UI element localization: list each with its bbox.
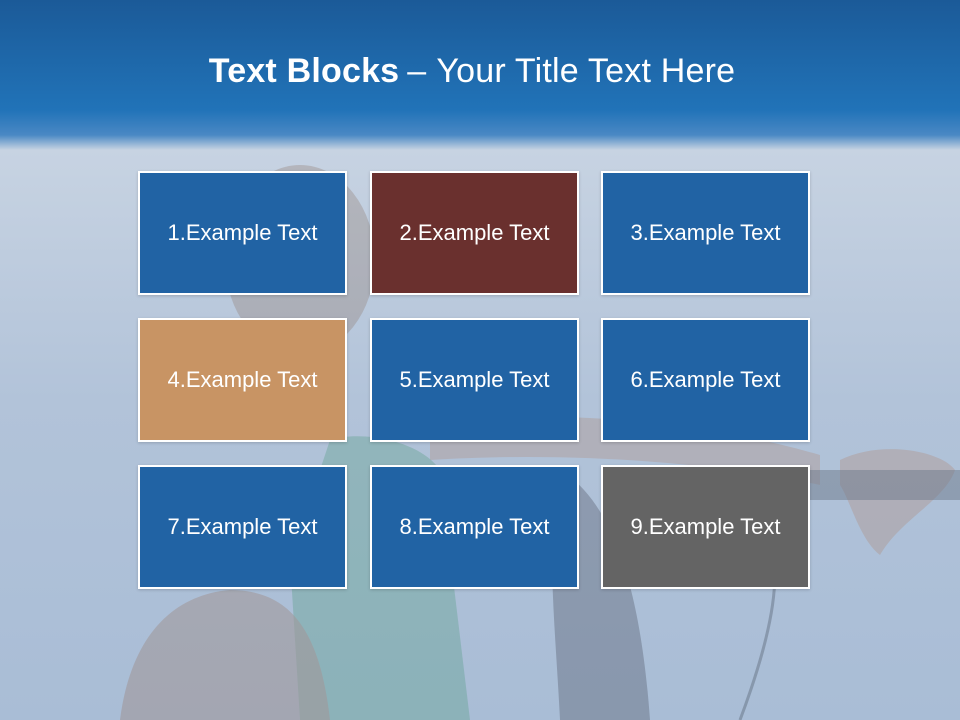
text-block-2[interactable]: 2.Example Text — [370, 171, 579, 295]
text-block-4[interactable]: 4.Example Text — [138, 318, 347, 442]
text-block-7[interactable]: 7.Example Text — [138, 465, 347, 589]
text-block-5[interactable]: 5.Example Text — [370, 318, 579, 442]
title-bold: Text Blocks — [208, 52, 400, 90]
text-block-6[interactable]: 6.Example Text — [601, 318, 810, 442]
slide-title: Text Blocks–Your Title Text Here — [0, 52, 944, 91]
title-rest: Your Title Text Here — [436, 52, 736, 90]
text-block-3[interactable]: 3.Example Text — [601, 171, 810, 295]
title-dash: – — [407, 52, 427, 90]
text-block-8[interactable]: 8.Example Text — [370, 465, 579, 589]
text-block-9[interactable]: 9.Example Text — [601, 465, 810, 589]
text-block-1[interactable]: 1.Example Text — [138, 171, 347, 295]
